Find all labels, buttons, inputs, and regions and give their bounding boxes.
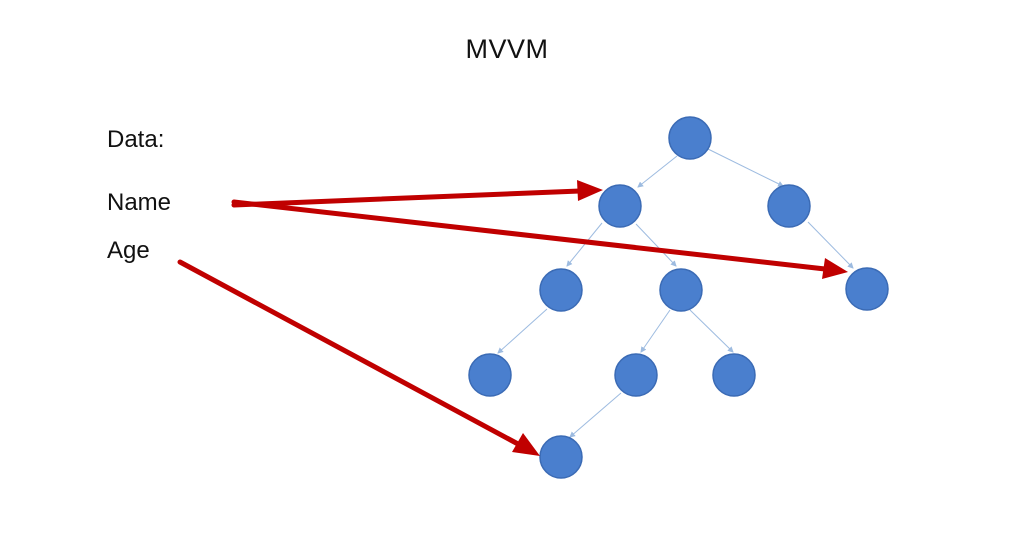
name-label: Name [107,189,172,216]
edge-left-ll [566,222,603,267]
arrow-name-to-node-left-line [231,188,583,208]
node-leaf-1 [468,353,512,397]
node-left [598,184,642,228]
node-right-leaf [845,267,889,311]
node-left-left [539,268,583,312]
edge-root-left [637,155,678,188]
edge-lr-right [689,309,734,353]
node-root [668,116,712,160]
tree-nodes [468,116,889,479]
data-label: Data: [107,126,165,153]
edge-root-right [707,148,784,187]
age-label: Age [107,237,150,264]
slide-title: MVVM [465,34,549,64]
binding-arrows [177,180,848,456]
node-leaf-2 [614,353,658,397]
arrow-name-to-node-right-leaf-head [822,258,848,279]
edge-mid-bottom [569,392,622,438]
node-left-right [659,268,703,312]
arrow-name-to-node-left-head [577,180,603,201]
node-leaf-bottom [539,435,583,479]
node-leaf-3 [712,353,756,397]
edge-left-lr [635,223,677,267]
tree-edges [497,148,854,438]
edge-right-leaf [807,221,854,269]
node-right [767,184,811,228]
arrow-age-to-node-bottom-line [177,259,521,447]
arrow-age-to-node-bottom-head [512,433,540,456]
arrow-name-to-node-right-leaf-line [231,199,828,272]
edge-ll-leaf [497,308,548,354]
edge-lr-mid [640,309,671,353]
